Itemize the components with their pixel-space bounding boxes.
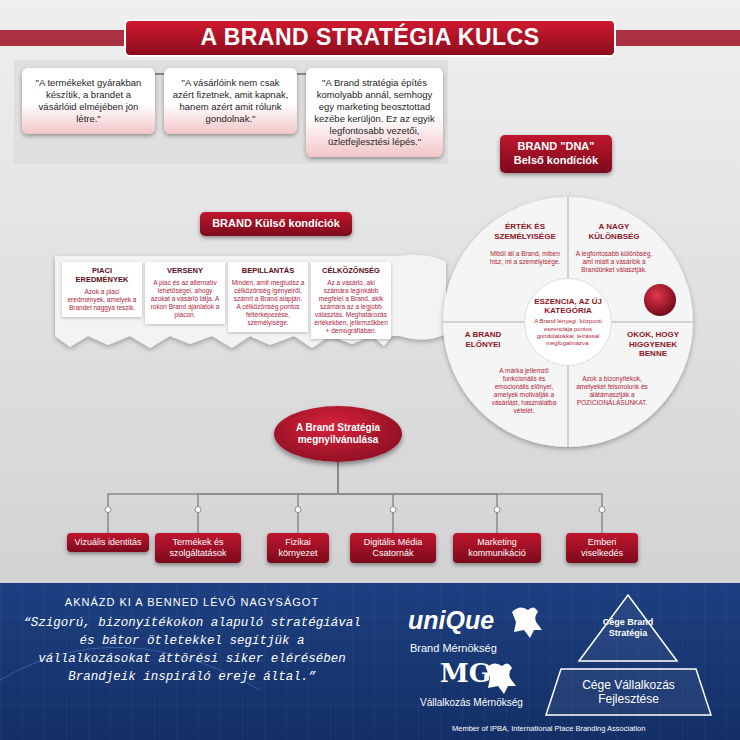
- channel-box: Fizikai környezet: [267, 533, 329, 563]
- node-text: BRAND Külső kondíciók: [206, 217, 346, 231]
- node-body: Azok a piaci eredmények, amelyek a Brand…: [65, 288, 139, 312]
- tree-connector: [195, 462, 338, 533]
- membership-note: Member of IPBA, International Place Bran…: [452, 724, 736, 733]
- tree-connector: [338, 462, 500, 533]
- tagline: AKNÁZD KI A BENNED LÉVŐ NAGYSÁGOT: [22, 596, 362, 608]
- node-body: A legfontosabb különbség, ami miatt a vá…: [574, 250, 654, 274]
- node-text: Marketing kommunikáció: [458, 537, 536, 559]
- node-text: A Brand Stratégia megnyilvánulása: [288, 422, 388, 447]
- channel-box: Digitális Média Csatornák: [350, 533, 436, 563]
- node-body: Miből áll a Brand, miben hisz, mi a szem…: [486, 250, 564, 266]
- node-text: PIACI EREDMÉNYEK: [65, 266, 139, 284]
- divider: [443, 321, 524, 323]
- section-label: BRAND "DNA" Belső kondíciók: [500, 135, 612, 173]
- connector-line: [108, 462, 338, 533]
- node-text: Emberi viselkedés: [571, 537, 633, 559]
- node-body: A márka jellemző funkcionális és emocion…: [486, 367, 562, 415]
- node-text: "A vásárlóink nem csak azért fizetnek, a…: [171, 77, 290, 125]
- key-shaft-section: PIACI EREDMÉNYEK Azok a piaci eredmények,…: [62, 262, 142, 317]
- red-ball: [644, 284, 676, 316]
- mission-quote: “Szigorú, bizonyítékokon alapuló stratég…: [22, 614, 362, 687]
- pyramid-top: Cége Brand Stratégia: [578, 594, 678, 662]
- connector-line: [298, 462, 338, 533]
- node-text: Digitális Média Csatornák: [355, 537, 431, 559]
- connector-dot: [295, 507, 301, 513]
- key-segment: ÉRTÉK ÉS SZEMÉLYISÉGE Miből áll a Brand, …: [486, 222, 564, 266]
- logo-subtitle: Vállalkozás Mérnökség: [420, 697, 540, 708]
- node-text: Cége Vállalkozás Fejlesztése: [571, 678, 686, 707]
- title-ribbon: [125, 20, 615, 56]
- key-segment: A BRAND ELŐNYEI A márka jellemző funkcion…: [452, 330, 564, 415]
- connector-dot: [390, 507, 396, 513]
- key-shaft-section: VERSENY A piac és az alternatív lehetőség…: [145, 262, 225, 324]
- node-body: Minden, amit megtudsz a célközönség igén…: [231, 279, 305, 327]
- node-text: A NAGY KÜLÖNBSÉG: [574, 222, 654, 241]
- node-body: A piac és az alternatív lehetőségei, aho…: [148, 279, 222, 319]
- connector-dot: [195, 507, 201, 513]
- connector-line: [338, 462, 393, 533]
- key-shaft-section: CÉLKÖZÖNSÉG Az a vásárló, aki számára leg…: [311, 262, 391, 339]
- channel-box: Emberi viselkedés: [566, 533, 638, 563]
- node-text: "A Brand stratégia építés komolyabb anná…: [313, 77, 436, 148]
- node-text: OKOK, HOGY HIGGYENEK BENNE: [616, 330, 690, 359]
- quote-card: "A Brand stratégia építés komolyabb anná…: [306, 68, 443, 157]
- quote-card: "A vásárlóink nem csak azért fizetnek, a…: [164, 68, 297, 134]
- divider: [567, 366, 569, 447]
- node-text: Cége Brand Stratégia: [598, 617, 658, 639]
- logo-text: uniQue: [408, 606, 508, 635]
- pyramid-base: Cége Vállalkozás Fejlesztése: [545, 668, 712, 716]
- channel-box: Marketing kommunikáció: [453, 533, 541, 563]
- section-label: BRAND Külső kondíciók: [200, 212, 352, 236]
- key-shaft-section: BEPILLANTÁS Minden, amit megtudsz a célkö…: [228, 262, 308, 332]
- node-text: Vizuális identitás: [72, 537, 144, 548]
- tree-connector: [338, 462, 605, 533]
- tree-connector: [338, 462, 396, 533]
- connector-line: [338, 462, 497, 533]
- tree-connector: [105, 462, 338, 533]
- node-text: Termékek és szolgáltatások: [160, 537, 236, 559]
- tree-connector: [295, 462, 338, 533]
- node-text: BEPILLANTÁS: [231, 266, 305, 275]
- node-text: VERSENY: [148, 266, 222, 275]
- key-segment: OKOK, HOGY HIGGYENEK BENNE Azok a bizonyí…: [572, 330, 692, 406]
- node-text: BRAND "DNA" Belső kondíciók: [506, 140, 606, 168]
- connector-line: [338, 462, 602, 533]
- node-text: A BRAND ELŐNYEI: [452, 330, 514, 349]
- lion-icon: [486, 663, 516, 694]
- lion-icon: [512, 607, 542, 638]
- grid-texture: [0, 583, 740, 740]
- channel-box: Termékek és szolgáltatások: [155, 533, 241, 563]
- node-body: Azok a bizonyítékok, amelyeket felsorolu…: [572, 375, 652, 407]
- connector-dot: [105, 507, 111, 513]
- node-body: Az a vásárló, aki számára leginkább megf…: [314, 279, 388, 334]
- key-shaft: [55, 255, 446, 348]
- node-text: Fizikai környezet: [272, 537, 324, 559]
- node-body: A Brand lényegi, központi eszenciája pon…: [534, 318, 602, 347]
- hub-oval: A Brand Stratégia megnyilvánulása: [274, 406, 402, 462]
- key-segment: A NAGY KÜLÖNBSÉG A legfontosabb különbség…: [574, 222, 654, 274]
- node-text: "A termékeket gyárakban készítik, a bran…: [29, 77, 148, 125]
- quote-card: "A termékeket gyárakban készítik, a bran…: [22, 68, 155, 134]
- connector-dot: [494, 507, 500, 513]
- divider: [567, 197, 569, 278]
- channel-box: Vizuális identitás: [67, 533, 149, 552]
- node-text: ÉRTÉK ÉS SZEMÉLYISÉGE: [486, 222, 564, 241]
- logo-subtitle: Brand Mérnökség: [410, 642, 520, 654]
- node-text: CÉLKÖZÖNSÉG: [314, 266, 388, 275]
- key-head: [443, 197, 693, 447]
- connector-line: [198, 462, 338, 533]
- connector-dot: [599, 507, 605, 513]
- logo-text: MG: [440, 658, 490, 688]
- quote-panel: [14, 60, 448, 164]
- divider: [612, 321, 693, 323]
- node-text: ESZENCIA, AZ ÚJ KATEGÓRIA: [534, 297, 602, 315]
- core-circle: ESZENCIA, AZ ÚJ KATEGÓRIA A Brand lényegi…: [524, 278, 612, 366]
- title: A BRAND STRATÉGIA KULCS: [125, 24, 615, 51]
